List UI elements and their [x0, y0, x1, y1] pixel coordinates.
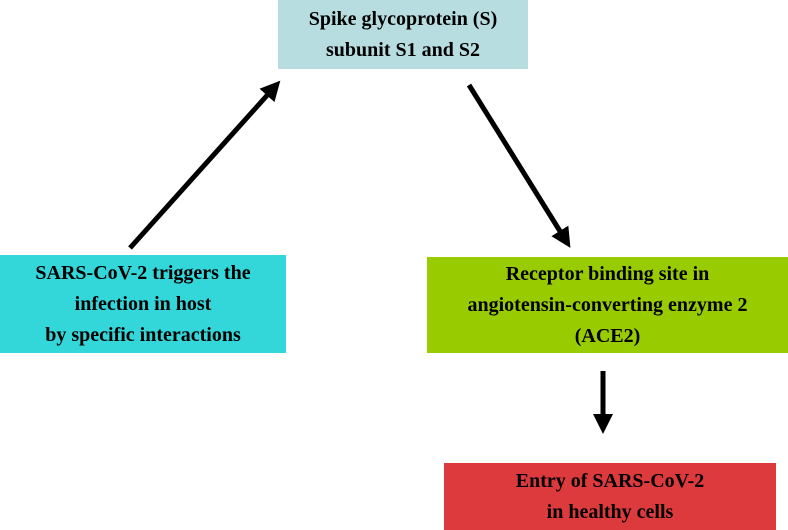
arrow-sars-to-spike	[128, 80, 281, 250]
entry-node-line-2: in healthy cells	[546, 500, 674, 523]
arrow-spike-to-receptor	[466, 83, 571, 248]
receptor-node-line-1: Receptor binding site in	[505, 262, 710, 285]
receptor-node-line-2: angiotensin-converting enzyme 2	[467, 293, 748, 316]
sars-cov-2-trigger-node: SARS-CoV-2 triggers the infection in hos…	[0, 255, 286, 353]
receptor-binding-site-node: Receptor binding site in angiotensin-con…	[427, 257, 788, 353]
spike-node-line-2: subunit S1 and S2	[326, 38, 480, 61]
sars-node-line-1: SARS-CoV-2 triggers the	[35, 261, 251, 284]
entry-node-line-1: Entry of SARS-CoV-2	[515, 469, 705, 492]
receptor-node-line-3: (ACE2)	[574, 324, 641, 347]
sars-node-line-3: by specific interactions	[45, 323, 241, 346]
spike-glycoprotein-node: Spike glycoprotein (S) subunit S1 and S2	[278, 0, 528, 69]
spike-node-line-1: Spike glycoprotein (S)	[308, 7, 498, 30]
entry-into-cells-node: Entry of SARS-CoV-2 in healthy cells	[444, 463, 776, 530]
sars-node-line-2: infection in host	[74, 292, 212, 315]
